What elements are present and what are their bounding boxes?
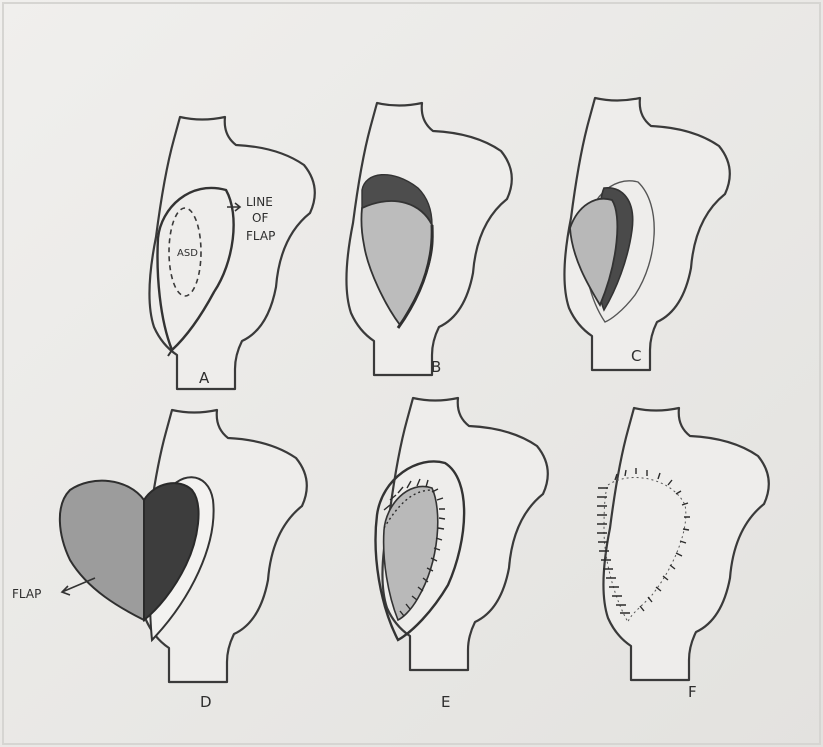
panel-letter-b: B	[431, 358, 441, 376]
panel-letter-a: A	[199, 369, 210, 387]
annotation-line-1: LINE	[246, 195, 273, 209]
annotation-line-3: FLAP	[246, 229, 275, 243]
flap-label: FLAP	[12, 587, 41, 601]
panel-letter-e: E	[441, 693, 450, 711]
panel-letter-f: F	[688, 683, 697, 701]
panel-letter-c: C	[631, 347, 641, 365]
panel-letter-d: D	[200, 693, 212, 711]
annotation-line-2: OF	[252, 211, 268, 225]
asd-label: ASD	[177, 248, 198, 259]
